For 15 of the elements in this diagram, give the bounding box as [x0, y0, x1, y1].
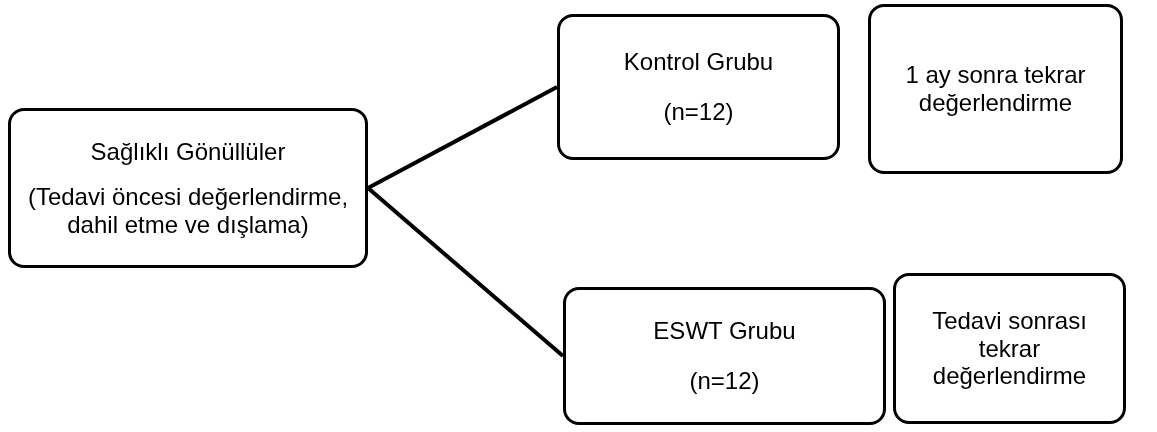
box-text: (n=12)	[663, 98, 734, 126]
box-text: (Tedavi öncesi değerlendirme, dahil etme ve dışlama)	[26, 183, 350, 239]
box-text: 1 ay sonra tekrar değerlendirme	[904, 61, 1087, 117]
process-box	[563, 287, 886, 425]
process-box	[868, 4, 1123, 174]
connector-line	[366, 186, 565, 358]
box-heading: ESWT Grubu	[653, 317, 796, 345]
box-text: (n=12)	[689, 367, 760, 395]
process-box	[557, 14, 840, 160]
box-text: Tedavi sonrası tekrar değerlendirme	[931, 307, 1088, 390]
connector-line	[367, 85, 558, 190]
box-heading: Sağlıklı Gönüllüler	[90, 137, 286, 166]
process-box	[8, 108, 368, 268]
box-heading: Kontrol Grubu	[623, 48, 774, 76]
process-box	[893, 273, 1126, 424]
